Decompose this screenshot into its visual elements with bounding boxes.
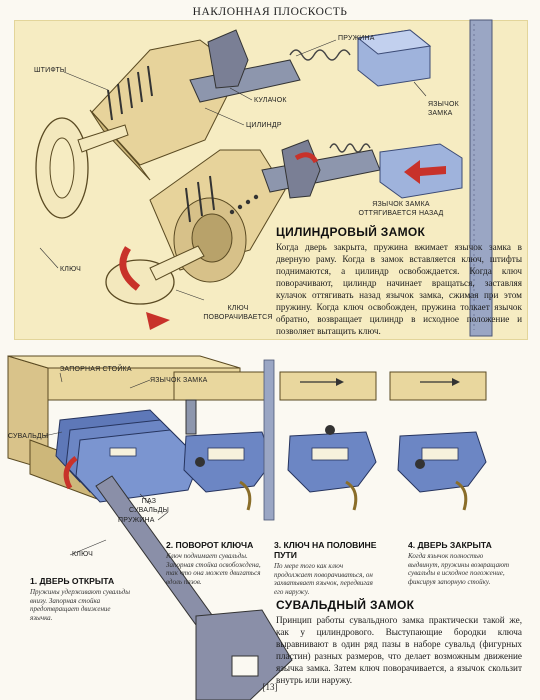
step-2-text: Ключ поднимает сувальды. Запорная стойка… [166,552,261,587]
cylinder-upper-shaft [189,29,301,103]
step-3-text: По мере того как ключ продолжает поворач… [274,562,373,597]
label-levers: Сувальды [8,433,49,440]
page-header: НАКЛОННАЯ ПЛОСКОСТЬ [192,6,348,18]
label-stump: Запорная стойка [60,366,132,373]
latch-bolt-lower [379,143,463,199]
step-3-title: 3. Ключ на половине пути [274,540,377,560]
lever-plates [55,409,201,503]
leader-lines-bottom [43,372,169,556]
label-key-turns: Ключ поворачивается [203,305,273,321]
door-frame-top [469,19,493,337]
step-diagram-4 [389,371,487,511]
spring-lower [329,143,371,153]
cylinder-section-title: ЦИЛИНДРОВЫЙ ЗАМОК [276,225,426,239]
step-2-title: 2. Поворот ключа [166,540,254,550]
step-3: 3. Ключ на половине пути По мере того ка… [274,540,382,597]
label-latch-bolt: Язычок замка [428,101,459,117]
label-bolt-pushed: Язычок замка оттягивается назад [358,201,444,217]
step-4-title: 4. Дверь закрыта [408,540,492,550]
page-number: [13] [262,682,278,692]
cylinder-lower-housing [149,149,286,283]
cylinder-section-body: Когда дверь закрыта, пружина вжимает язы… [276,242,522,336]
cylinder-upper-housing [89,39,241,181]
lever-section-title: СУВАЛЬДНЫЙ ЗАМОК [276,598,415,612]
step-4: 4. Дверь закрыта Когда язычок полностью … [408,540,512,587]
label-spring: Пружина [338,35,375,42]
label-cylinder: Цилиндр [246,122,282,129]
step-diagram-2 [173,371,273,511]
step-2: 2. Поворот ключа Ключ поднимает сувальды… [166,540,270,587]
label-bolt: Язычок замка [150,377,208,384]
label-pins: Штифты [34,67,67,74]
label-key-top: Ключ [60,266,81,273]
latch-bolt-upper [356,29,432,87]
leader-lines-top [39,39,427,301]
lever-key [63,456,293,700]
label-lever-slot: Паз сувальды [128,498,170,514]
step-1-title: 1. Дверь открыта [30,576,115,586]
step-diagram-3 [279,371,377,511]
step-4-text: Когда язычок полностью выдвинут, пружины… [408,552,510,587]
key-lower [105,245,205,330]
door-frame-bottom [263,359,275,521]
cylinder-lower-shaft [261,139,381,199]
key-upper [35,117,129,219]
label-lever-spring: Пружина [118,517,155,524]
spring-upper [289,49,351,61]
label-cam: Кулачок [254,97,287,104]
step-1: 1. Дверь открыта Пружины удерживают сува… [30,576,134,623]
step-1-text: Пружины удерживают сувальды внизу. Запор… [30,588,130,623]
label-lever-key: Ключ [72,551,93,558]
lever-section-body: Принцип работы сувальдного замка практич… [276,615,522,685]
